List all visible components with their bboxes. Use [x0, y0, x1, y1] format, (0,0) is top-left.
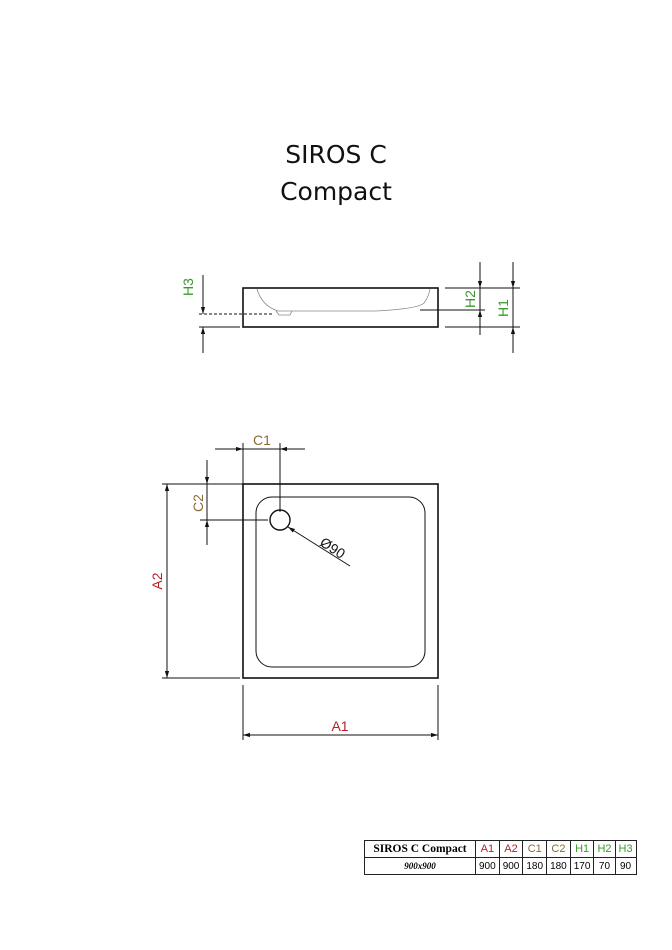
title-line-2: Compact — [280, 177, 392, 206]
label-h1: H1 — [495, 299, 511, 317]
header-h1: H1 — [569, 840, 595, 858]
side-view — [199, 262, 520, 353]
header-a1: A1 — [475, 840, 500, 858]
top-view — [162, 443, 439, 740]
title-line-1: SIROS C — [285, 140, 387, 169]
value-c1: 180 — [522, 857, 548, 875]
header-c2: C2 — [546, 840, 571, 858]
table-row: 900x900 900 900 180 180 170 70 90 — [364, 857, 637, 875]
label-h2: H2 — [462, 290, 478, 308]
value-a2: 900 — [498, 857, 524, 875]
table-size: 900x900 — [364, 857, 476, 875]
spec-table: SIROS C Compact A1 A2 C1 C2 H1 H2 H3 900… — [364, 840, 637, 875]
header-h3: H3 — [614, 840, 637, 858]
value-h3: 90 — [614, 857, 637, 875]
drain-circle — [269, 509, 291, 531]
header-a2: A2 — [498, 840, 524, 858]
header-c1: C1 — [522, 840, 548, 858]
label-c1: C1 — [253, 432, 271, 448]
value-a1: 900 — [475, 857, 500, 875]
value-h1: 170 — [569, 857, 595, 875]
label-h3: H3 — [180, 278, 196, 296]
label-drain-diameter: Ø90 — [317, 534, 348, 562]
table-header-row: SIROS C Compact A1 A2 C1 C2 H1 H2 H3 — [364, 840, 637, 858]
value-h2: 70 — [593, 857, 616, 875]
value-c2: 180 — [546, 857, 571, 875]
label-c2: C2 — [190, 494, 206, 512]
label-a1: A1 — [331, 718, 348, 734]
table-product-name: SIROS C Compact — [364, 840, 476, 858]
header-h2: H2 — [593, 840, 616, 858]
label-a2: A2 — [149, 572, 165, 589]
